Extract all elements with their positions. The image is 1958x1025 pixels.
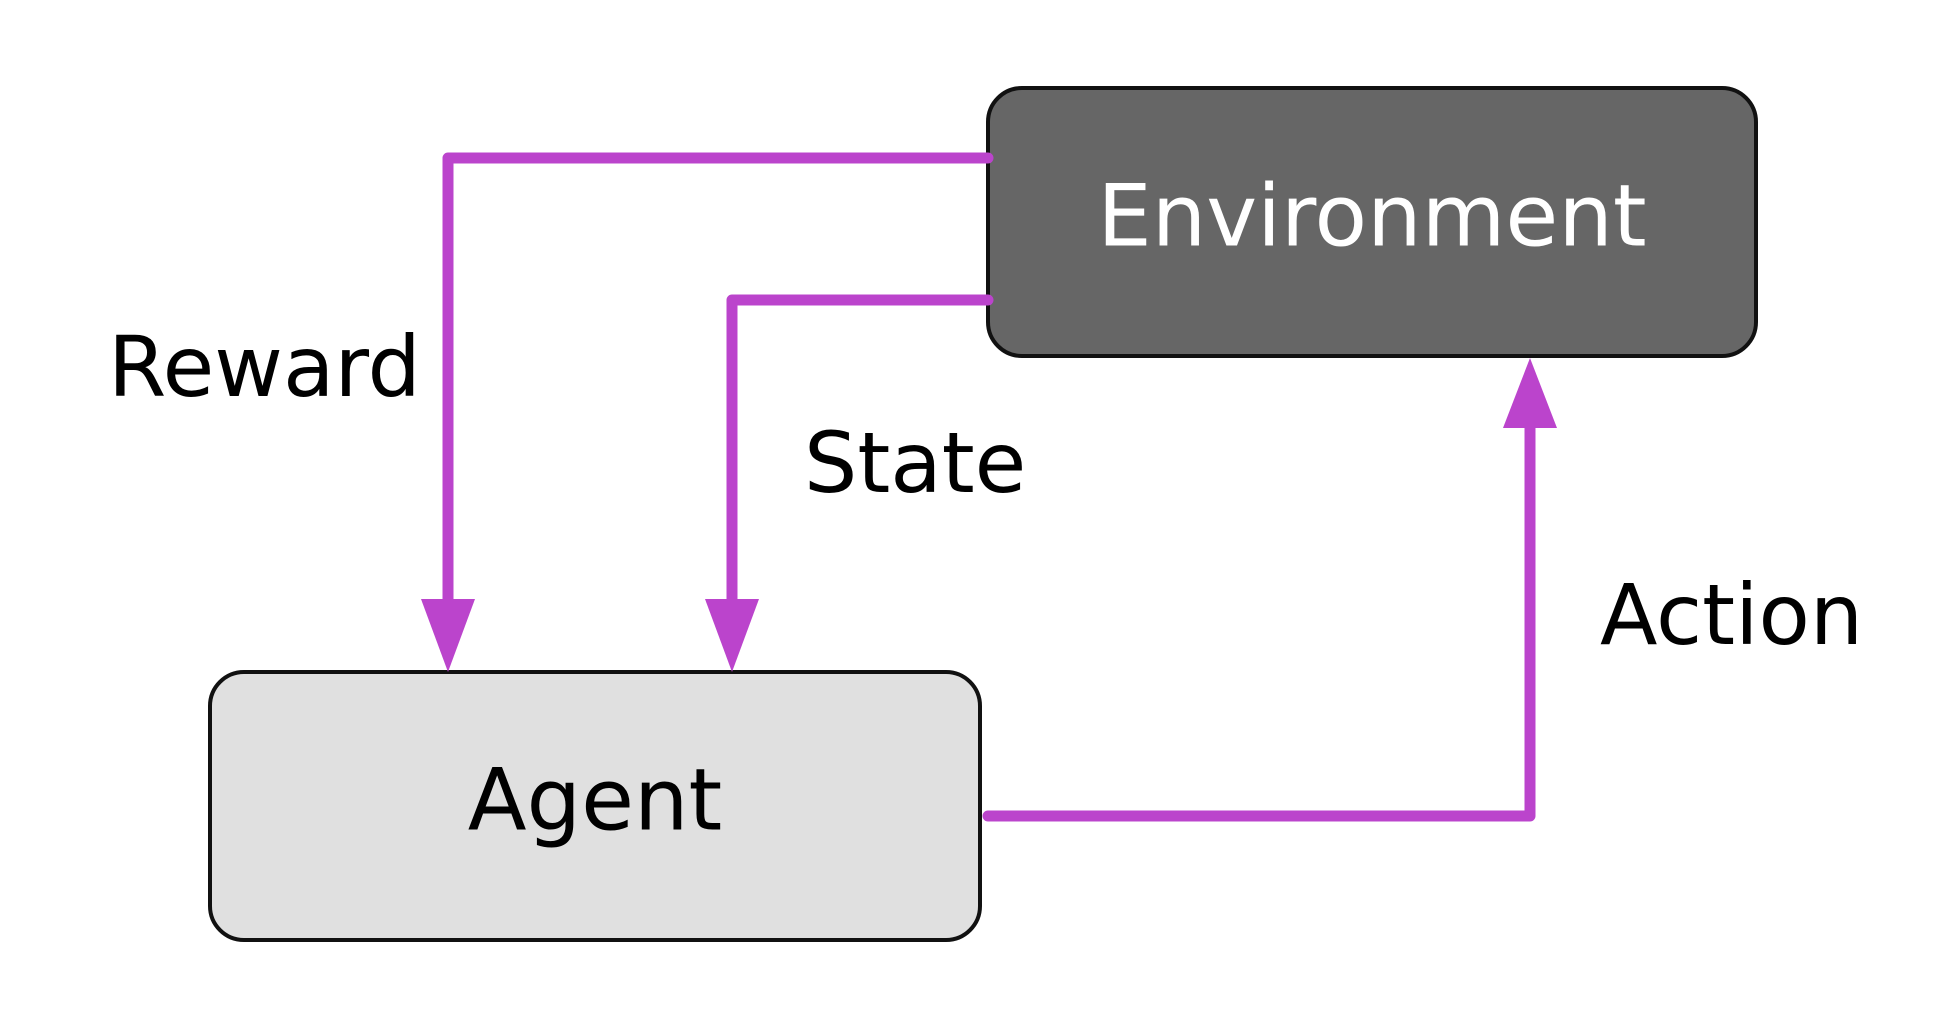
environment-node: Environment	[986, 86, 1758, 358]
action-edge: Action	[982, 358, 1863, 822]
reward-connector	[442, 152, 994, 608]
environment-box	[986, 86, 1758, 358]
action-arrowhead	[1503, 358, 1557, 428]
action-label: Action	[1600, 566, 1863, 664]
agent-box	[208, 670, 982, 942]
agent-node: Agent	[208, 670, 982, 942]
reward-edge: Reward	[108, 152, 994, 672]
agent-label: Agent	[468, 750, 723, 850]
reward-arrowhead	[421, 599, 475, 672]
state-edge: State	[705, 294, 1026, 672]
state-arrowhead	[705, 599, 759, 672]
state-label: State	[804, 414, 1026, 512]
action-connector	[982, 418, 1536, 822]
state-connector	[726, 294, 994, 608]
reward-label: Reward	[108, 318, 421, 416]
environment-label: Environment	[1097, 166, 1646, 266]
